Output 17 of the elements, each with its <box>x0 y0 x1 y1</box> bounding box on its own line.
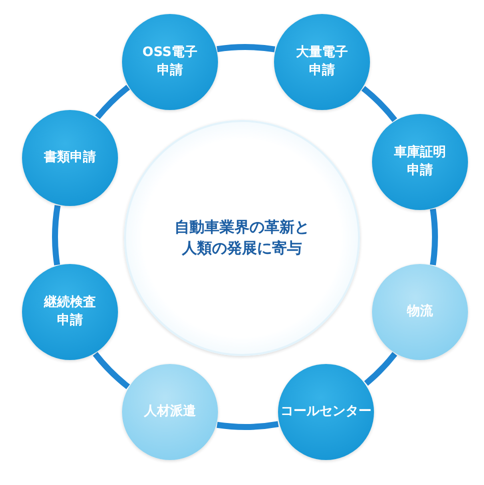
ring-connector <box>92 352 130 390</box>
category-circle: OSS電子申請 <box>122 14 218 110</box>
ring-connector <box>95 84 130 120</box>
ring-connector <box>216 421 279 430</box>
ring-connector <box>216 44 276 52</box>
category-circle: 人材派遣 <box>122 364 218 460</box>
center-circle: 自動車業界の革新と人類の発展に寄与 <box>124 120 360 356</box>
category-circle: 車庫証明申請 <box>372 114 468 210</box>
category-circle: 書類申請 <box>22 110 118 206</box>
ring-connector <box>430 208 438 266</box>
category-circle: 継続検査申請 <box>22 264 118 360</box>
category-circle: 大量電子申請 <box>274 14 370 110</box>
category-circle: コールセンター <box>278 364 374 460</box>
ring-connector <box>52 205 61 266</box>
ring-connector <box>361 86 398 122</box>
category-circle: 物流 <box>372 264 468 360</box>
ring-connector <box>364 352 398 386</box>
